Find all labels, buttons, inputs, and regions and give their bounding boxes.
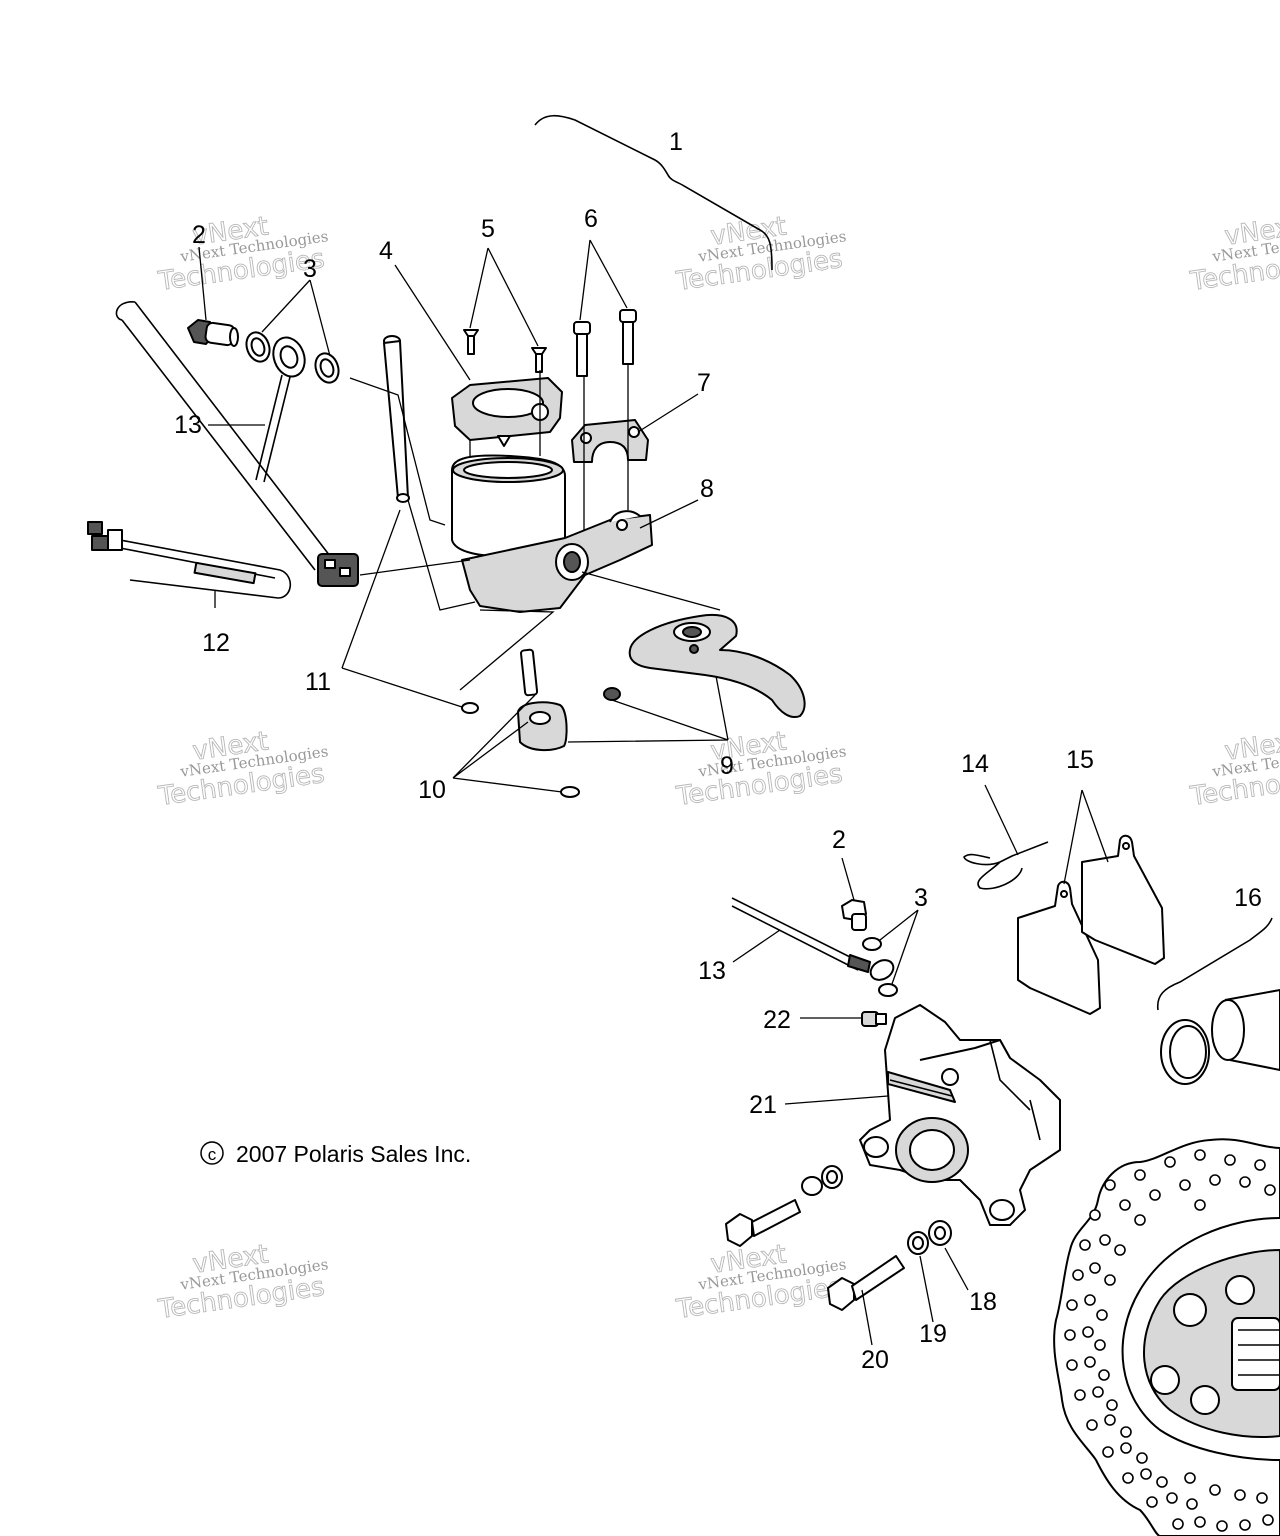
callout-12: 12	[202, 629, 230, 657]
washer-upper-1	[245, 331, 271, 363]
callout-16: 16	[1234, 884, 1262, 912]
callout-11: 11	[305, 668, 331, 696]
caliper-bolt-lower	[827, 1255, 905, 1311]
lever-adjuster-block	[517, 648, 621, 798]
brake-hose-upper	[255, 374, 291, 483]
watermark-2: vNext vNext Technologies Technologies	[673, 211, 847, 297]
callout-8: 8	[700, 475, 714, 503]
lever-pivot-pin	[383, 335, 410, 503]
disc-vent-holes	[1064, 1149, 1276, 1532]
callout-1: 1	[669, 128, 683, 156]
callout-3-upper: 3	[303, 255, 317, 283]
watermark-8: vNext vNext Technologies Technologies	[673, 1239, 847, 1325]
leader-lines-lower	[732, 784, 1109, 1346]
pivot-clip-upper	[461, 702, 479, 714]
copyright-symbol: c	[208, 1145, 217, 1164]
washer-upper-2	[314, 352, 340, 384]
banjo-fitting-upper	[272, 336, 306, 378]
reservoir-cover-screws	[463, 329, 547, 373]
bleeder-valve	[861, 1011, 887, 1027]
callout-13-lower: 13	[698, 957, 726, 985]
brake-disc	[1053, 1138, 1280, 1536]
wire-connector	[87, 521, 123, 551]
callout-19: 19	[919, 1320, 947, 1348]
callout-9: 9	[720, 752, 734, 780]
callout-15: 15	[1066, 746, 1094, 774]
watermark-7: vNext vNext Technologies Technologies	[155, 1239, 329, 1325]
callout-13-upper: 13	[174, 411, 202, 439]
callout-10: 10	[418, 776, 446, 804]
callout-6: 6	[584, 205, 598, 233]
brake-pad-front	[1017, 880, 1101, 1015]
callout-21: 21	[749, 1091, 777, 1119]
brake-pad-rear	[1081, 834, 1165, 965]
callout-14: 14	[961, 750, 989, 778]
banjo-bolt-upper	[187, 319, 239, 347]
copyright-circle	[200, 1141, 224, 1165]
leader-lines-upper	[198, 239, 729, 793]
watermark-1: vNext vNext Technologies Technologies	[155, 211, 329, 297]
copyright-text: 2007 Polaris Sales Inc.	[236, 1141, 471, 1167]
caliper-washer-lower-1	[907, 1231, 929, 1255]
master-cylinder-body	[451, 454, 653, 613]
assembly-brace	[534, 114, 773, 271]
callout-18: 18	[969, 1288, 997, 1316]
reservoir-cover	[451, 377, 563, 447]
callout-4: 4	[379, 237, 393, 265]
brake-switch-wire	[87, 301, 359, 599]
watermark-6: vNext vNext Technologies Technologies	[1187, 726, 1280, 812]
piston-seal	[1160, 1019, 1210, 1085]
callout-5: 5	[481, 215, 495, 243]
caliper-piston	[1211, 989, 1280, 1071]
brake-caliper	[859, 1004, 1061, 1226]
caliper-washer-lower-2	[928, 1220, 952, 1246]
watermark-3: vNext vNext Technologies Technologies	[1187, 211, 1280, 297]
caliper-washer-upper-1	[801, 1176, 823, 1196]
callout-20: 20	[861, 1346, 889, 1374]
brake-lever	[628, 614, 806, 718]
washer-lower-2	[878, 983, 898, 997]
banjo-bolt-lower	[841, 899, 867, 931]
copyright-notice: c 2007 Polaris Sales Inc.	[200, 1141, 471, 1167]
callout-2-lower: 2	[832, 826, 846, 854]
callout-3-lower: 3	[914, 884, 928, 912]
callout-2-upper: 2	[192, 221, 206, 249]
brake-hose-lower	[731, 897, 895, 981]
washer-lower-1	[862, 937, 882, 951]
pad-retaining-spring	[963, 841, 1049, 890]
watermark-5: vNext vNext Technologies Technologies	[673, 726, 847, 812]
piston-brace	[1156, 917, 1273, 1011]
callout-7: 7	[697, 369, 711, 397]
watermark-4: vNext vNext Technologies Technologies	[155, 726, 329, 812]
brake-switch	[317, 553, 359, 587]
callout-labels: 1 2 3 4 5 6 7 8 9 10 11 12 13 14 15 16 2…	[174, 128, 1262, 1374]
callout-22: 22	[763, 1006, 791, 1034]
clamp-bolts	[573, 309, 637, 377]
caliper-bolt-upper	[725, 1199, 801, 1247]
caliper-washer-upper-2	[821, 1165, 843, 1189]
